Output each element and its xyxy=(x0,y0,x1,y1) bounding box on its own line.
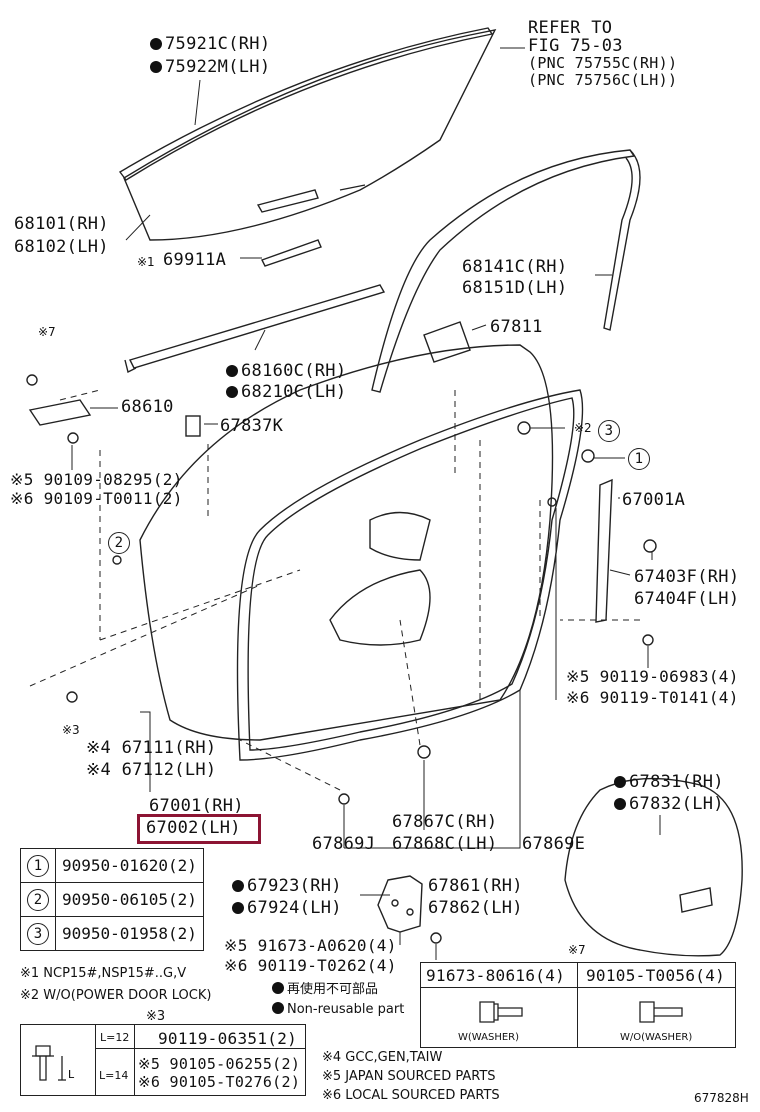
figure-number: 677828H xyxy=(694,1091,749,1105)
table-cell: 90950-01620(2) xyxy=(55,848,204,883)
label-90119-a: ※5 90119-06983(4) xyxy=(566,667,739,686)
table-row: 3 90950-01958(2) xyxy=(20,916,204,951)
bolt-without-washer-icon xyxy=(639,1001,683,1023)
non-reusable-dot-icon xyxy=(150,61,162,73)
label-67867c: 67867C(RH) xyxy=(392,812,498,832)
washer-h1: 91673-80616(4) xyxy=(426,966,566,985)
label-67837k: 67837K xyxy=(220,416,284,436)
washer-note: ※7 xyxy=(568,943,586,957)
label-67002[interactable]: 67002(LH) xyxy=(146,818,241,838)
bolt-icon: L xyxy=(32,1045,75,1081)
non-reusable-dot-icon xyxy=(272,982,284,994)
label-67403f: 67403F(RH) xyxy=(634,567,740,587)
table-cell: 90950-01958(2) xyxy=(55,916,204,951)
bolt-row-1: 90119-06351(2) xyxy=(158,1029,298,1048)
callout-1: 1 xyxy=(628,448,650,470)
washer-c1: W(WASHER) xyxy=(458,1032,520,1043)
label-67811: 67811 xyxy=(490,317,543,337)
door-panel xyxy=(139,344,554,741)
label-68141c: 68141C(RH) xyxy=(462,257,568,277)
label-69911a-note: ※1 xyxy=(137,255,155,269)
label-68610: 68610 xyxy=(121,397,174,417)
note-2: ※2 W/O(POWER DOOR LOCK) xyxy=(20,988,212,1003)
label-68151d: 68151D(LH) xyxy=(462,278,568,298)
nonreuse-note: Non-reusable part xyxy=(272,1002,404,1018)
label-67862: 67862(LH) xyxy=(428,898,523,918)
bolt-row-3: ※6 90105-T0276(2) xyxy=(138,1073,301,1091)
label-67869e: 67869E xyxy=(522,834,586,854)
non-reusable-dot-icon xyxy=(232,880,244,892)
label-67001: 67001(RH) xyxy=(149,796,244,816)
label-91673: ※5 91673-A0620(4) xyxy=(224,936,397,955)
label-note7: ※7 xyxy=(38,325,56,339)
label-note2: ※2 xyxy=(574,421,592,435)
label-69911a: 69911A xyxy=(163,250,227,270)
refer-line4: (PNC 75756C(LH)) xyxy=(528,71,678,89)
refer-line2: FIG 75-03 xyxy=(528,36,623,56)
hole-cover xyxy=(564,777,743,957)
door-glass xyxy=(123,29,497,241)
glass-top-trim xyxy=(118,27,494,181)
label-68210c: 68210C(LH) xyxy=(226,382,346,402)
belt-moulding xyxy=(129,284,386,369)
bolt-length-table xyxy=(20,1024,306,1096)
note-5: ※5 JAPAN SOURCED PARTS xyxy=(322,1069,496,1084)
non-reusable-dot-icon xyxy=(614,798,626,810)
door-sash xyxy=(595,478,613,623)
callout-3: 3 xyxy=(598,420,620,442)
note-1: ※1 NCP15#,NSP15#..G,V xyxy=(20,966,187,981)
label-68101: 68101(RH) xyxy=(14,214,109,234)
label-67831: 67831(RH) xyxy=(614,772,724,792)
label-67869j: 67869J xyxy=(312,834,376,854)
non-reusable-dot-icon xyxy=(614,776,626,788)
table-row: 1 90950-01620(2) xyxy=(20,848,204,883)
label-75921c: 75921C(RH) xyxy=(150,34,270,54)
label-67001a: 67001A xyxy=(622,490,686,510)
label-67861: 67861(RH) xyxy=(428,876,523,896)
label-90109-b: ※6 90109-T0011(2) xyxy=(10,489,183,508)
hinge-plate xyxy=(377,875,423,933)
table-cell: 90950-06105(2) xyxy=(55,882,204,917)
bolt-with-washer-icon xyxy=(479,1001,523,1023)
label-90119-b: ※6 90119-T0141(4) xyxy=(566,688,739,707)
label-67112: ※4 67112(LH) xyxy=(86,760,217,780)
bolt-length-letter: L xyxy=(68,1068,75,1081)
washer-c2: W/O(WASHER) xyxy=(620,1032,693,1043)
label-67404f: 67404F(LH) xyxy=(634,589,740,609)
highlight-box xyxy=(137,814,261,844)
label-67111: ※4 67111(RH) xyxy=(86,738,217,758)
non-reusable-dot-icon xyxy=(232,902,244,914)
label-90119-c: ※6 90119-T0262(4) xyxy=(224,956,397,975)
circled-parts-table: 1 90950-01620(2) 2 90950-06105(2) 3 9095… xyxy=(20,848,204,951)
label-75922m: 75922M(LH) xyxy=(150,57,270,77)
door-weatherstrip xyxy=(236,389,584,761)
bolt-l14: L=14 xyxy=(99,1069,129,1082)
label-68102: 68102(LH) xyxy=(14,237,109,257)
bolt-row-2: ※5 90105-06255(2) xyxy=(138,1055,301,1073)
washer-table xyxy=(420,962,736,1048)
bolt-l12: L=12 xyxy=(100,1031,130,1044)
note-4: ※4 GCC,GEN,TAIW xyxy=(322,1050,443,1065)
refer-line1: REFER TO xyxy=(528,18,613,38)
label-68160c: 68160C(RH) xyxy=(226,361,346,381)
label-67868c: 67868C(LH) xyxy=(392,834,498,854)
callout-2: 2 xyxy=(108,532,130,554)
washer-h2: 90105-T0056(4) xyxy=(586,966,726,985)
label-note3: ※3 xyxy=(62,723,80,737)
label-67923: 67923(RH) xyxy=(232,876,342,896)
non-reusable-dot-icon xyxy=(150,38,162,50)
label-67832: 67832(LH) xyxy=(614,794,724,814)
table-row: 2 90950-06105(2) xyxy=(20,882,204,917)
label-90109-a: ※5 90109-08295(2) xyxy=(10,470,183,489)
label-67924: 67924(LH) xyxy=(232,898,342,918)
non-reusable-dot-icon xyxy=(272,1002,284,1014)
note-3: ※3 xyxy=(146,1009,166,1024)
non-reusable-dot-icon xyxy=(226,365,238,377)
refer-line3: (PNC 75755C(RH)) xyxy=(528,54,678,72)
non-reusable-dot-icon xyxy=(226,386,238,398)
note-6: ※6 LOCAL SOURCED PARTS xyxy=(322,1088,500,1103)
reuse-note: 再使用不可部品 xyxy=(272,982,378,998)
